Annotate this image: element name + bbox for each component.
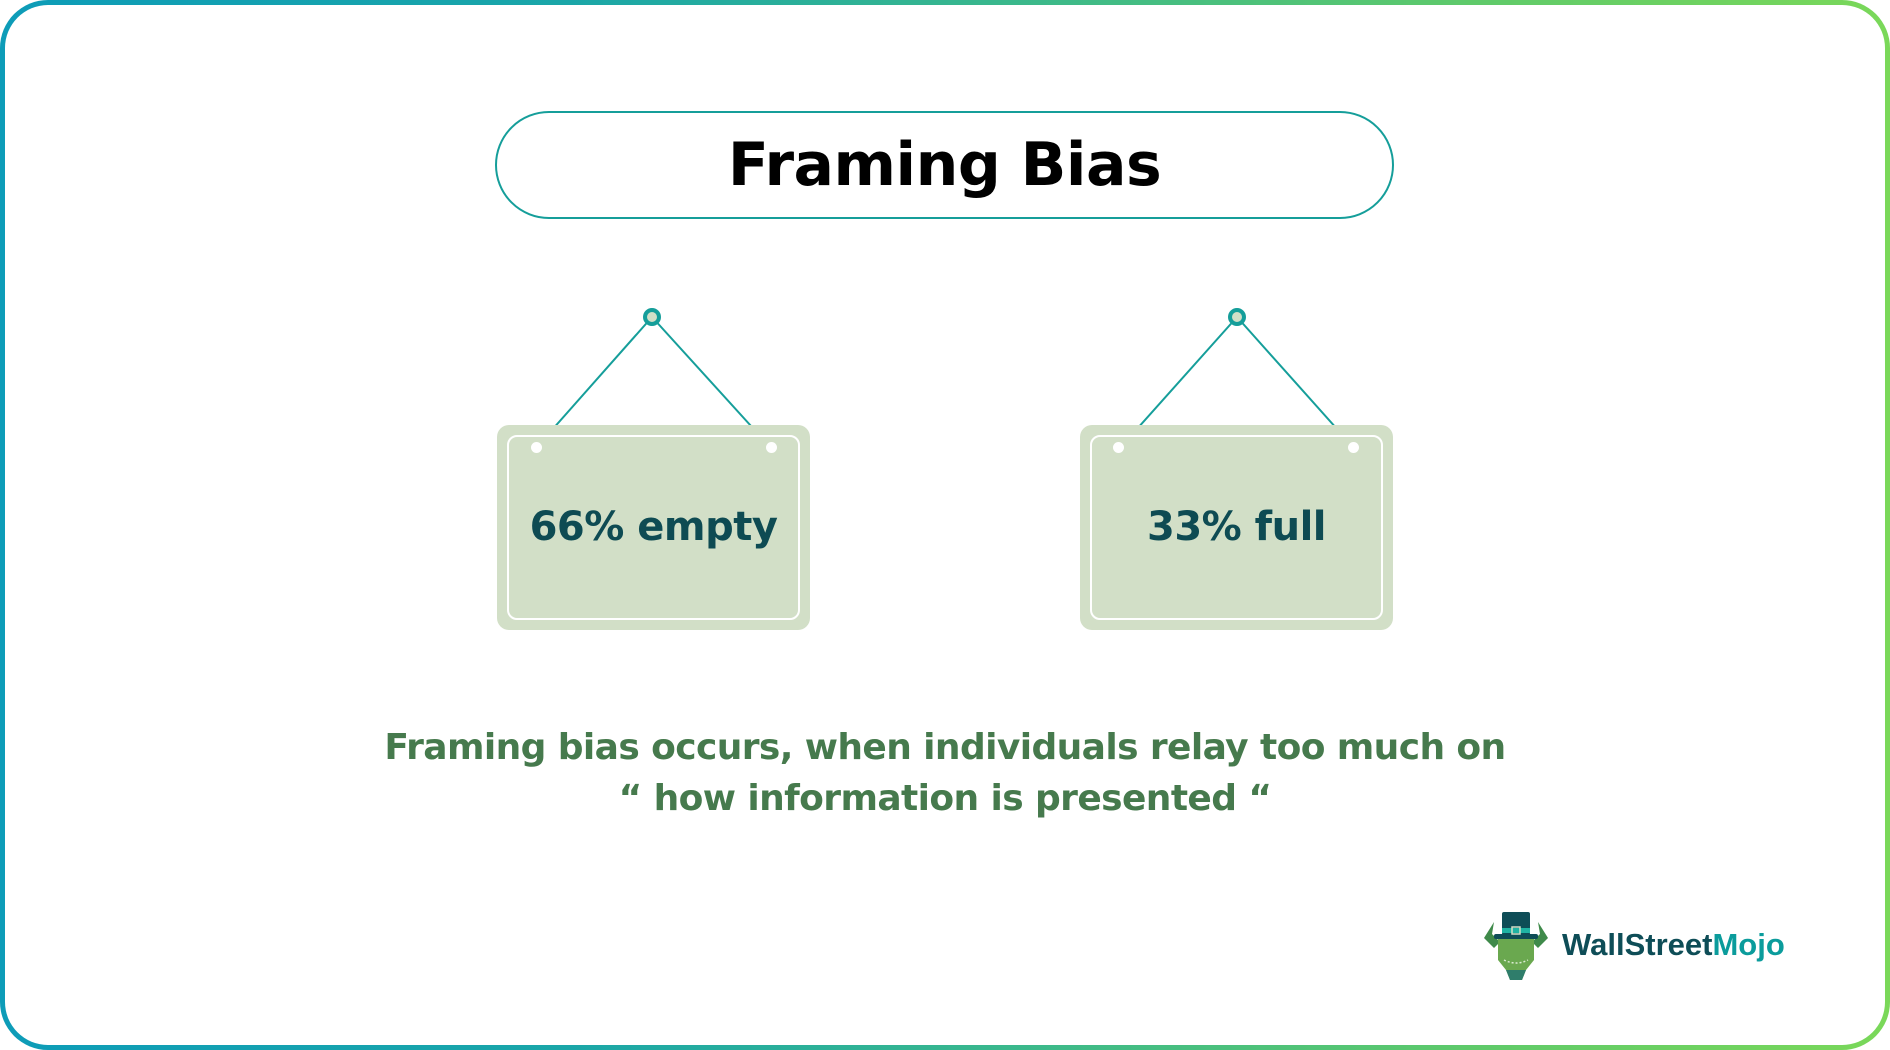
wallstreetmojo-logo: WallStreetMojo xyxy=(1480,908,1785,980)
logo-wordmark: WallStreetMojo xyxy=(1562,926,1785,962)
sign-hole-icon xyxy=(531,442,542,453)
title-pill: Framing Bias xyxy=(495,111,1394,219)
nail-icon xyxy=(1228,308,1246,326)
hanging-sign-right: 33% full xyxy=(1080,300,1400,635)
sign-inner-border xyxy=(507,435,800,620)
sign-board: 66% empty xyxy=(497,425,810,630)
description-text: Framing bias occurs, when individuals re… xyxy=(0,722,1890,824)
nail-icon xyxy=(643,308,661,326)
description-line-2: “ how information is presented “ xyxy=(618,778,1272,819)
description-line-1: Framing bias occurs, when individuals re… xyxy=(384,727,1506,768)
sign-inner-border xyxy=(1090,435,1383,620)
page-title: Framing Bias xyxy=(727,130,1162,200)
sign-label: 33% full xyxy=(1147,503,1326,550)
hanging-sign-left: 66% empty xyxy=(497,300,817,635)
sign-label: 66% empty xyxy=(529,503,778,550)
bull-with-top-hat-icon xyxy=(1484,912,1548,980)
sign-hole-icon xyxy=(766,442,777,453)
sign-board: 33% full xyxy=(1080,425,1393,630)
sign-hole-icon xyxy=(1113,442,1124,453)
sign-hole-icon xyxy=(1348,442,1359,453)
